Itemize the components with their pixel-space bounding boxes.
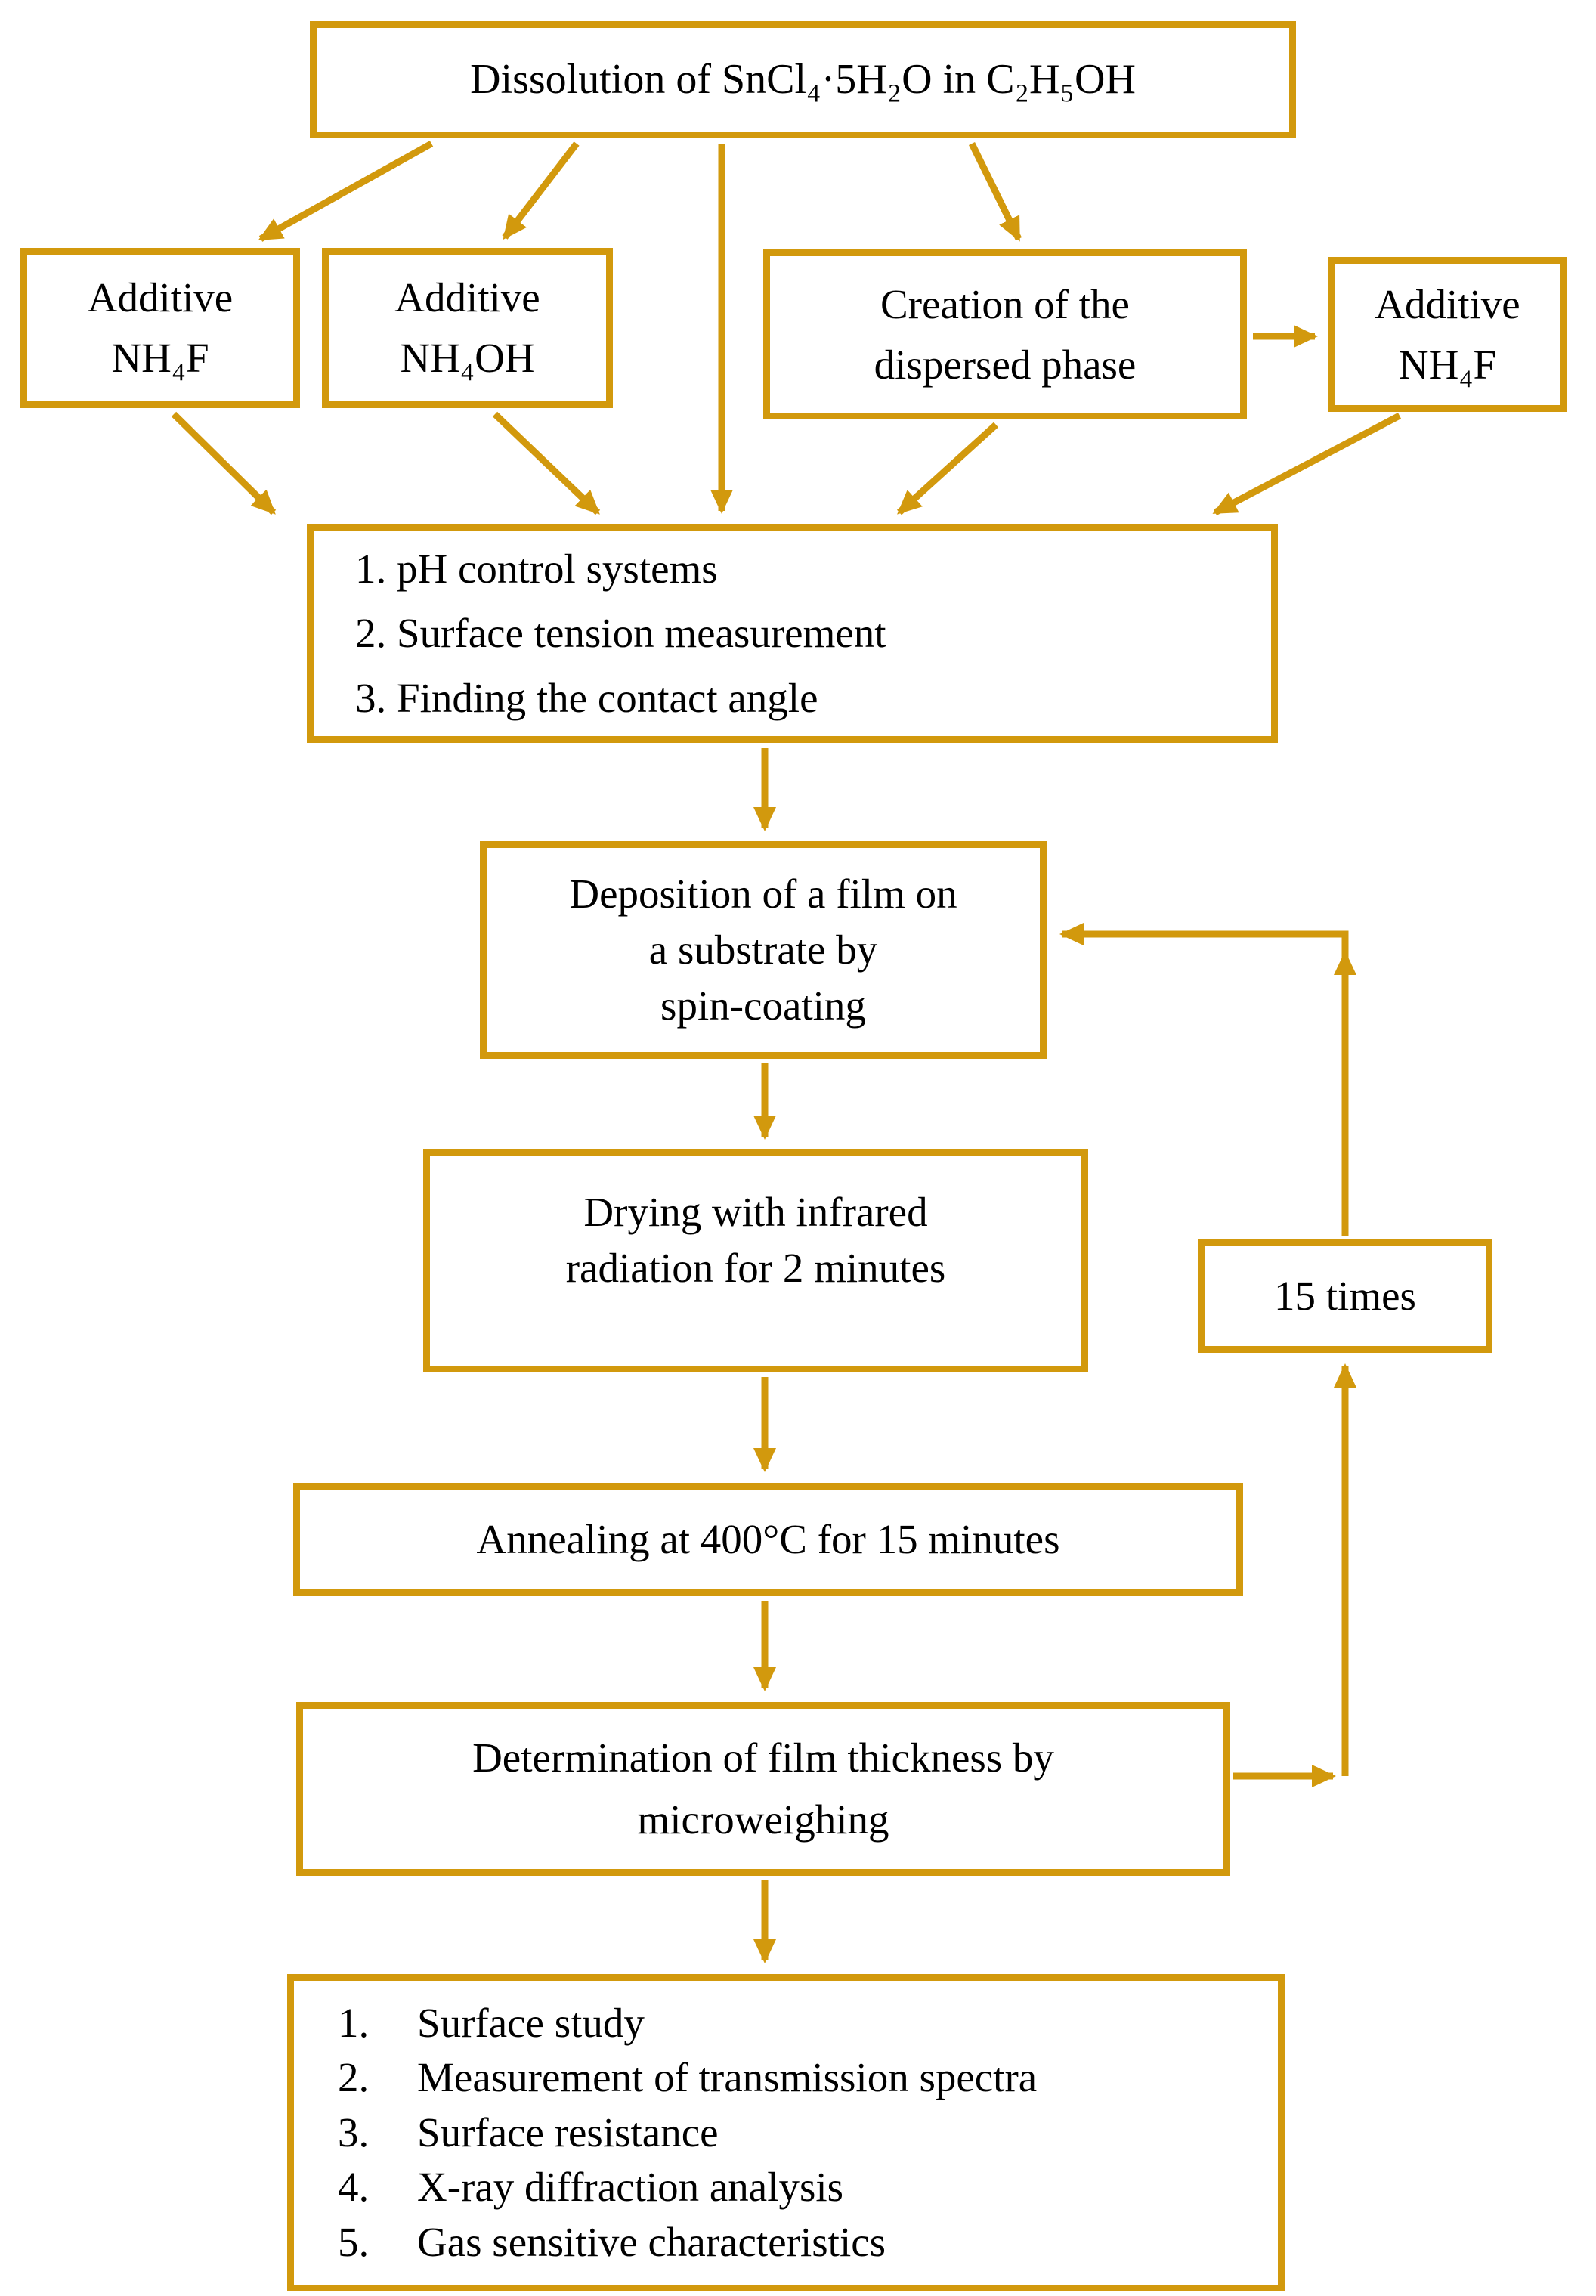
node-determination: Determination of film thickness by micro… — [296, 1702, 1230, 1876]
list-item-text: Measurement of transmission spectra — [417, 2054, 1038, 2101]
list-item: 4. X-ray diffraction analysis — [338, 2160, 843, 2215]
list-item-text: Surface study — [417, 1999, 645, 2046]
node-additive-nh4oh: Additive NH₄OH — [322, 248, 613, 408]
list-item-text: Gas sensitive characteristics — [417, 2218, 886, 2265]
list-item: 3. Surface resistance — [338, 2106, 719, 2161]
node-label-line: NH₄F — [1398, 341, 1497, 388]
list-item-text: Surface resistance — [417, 2109, 719, 2155]
arrow-nh4f-left-to-ph-control — [171, 411, 277, 515]
node-label-line: Determination of film thickness by — [472, 1734, 1054, 1781]
node-fifteen-times-label: 15 times — [1274, 1273, 1416, 1320]
node-label-line: 1. pH control systems — [355, 546, 718, 593]
node-label-line: Additive — [1375, 280, 1520, 327]
arrow-nh4oh-to-ph-control — [492, 411, 601, 515]
node-label-line: radiation for 2 minutes — [565, 1245, 946, 1292]
list-item-number: 2. — [338, 2054, 370, 2101]
arrow-dissolution-to-creation — [968, 142, 1022, 242]
node-additive-nh4f-left: Additive NH₄F — [20, 248, 300, 408]
list-item-text: X-ray diffraction analysis — [417, 2164, 844, 2211]
node-additive-nh4f-right: Additive NH₄F — [1328, 257, 1567, 412]
node-ph-control-systems: 1. pH control systems 2. Surface tension… — [307, 524, 1278, 743]
node-drying: Drying with infrared radiation for 2 min… — [423, 1149, 1088, 1372]
node-dissolution: Dissolution of SnCl₄·5H₂O in C₂H₅OH — [310, 21, 1296, 138]
list-item: 2. Measurement of transmission spectra — [338, 2050, 1037, 2106]
node-label-line: 3. Finding the contact angle — [355, 674, 818, 721]
arrow-dissolution-to-nh4oh — [502, 141, 580, 240]
arrow-fifteen-to-deposition — [1059, 923, 1349, 1236]
list-item: 1. Surface study — [338, 1996, 645, 2051]
list-item: 5. Gas sensitive characteristics — [338, 2215, 886, 2270]
node-dissolution-label: Dissolution of SnCl₄·5H₂O in C₂H₅OH — [470, 55, 1136, 103]
list-item-number: 4. — [338, 2164, 370, 2211]
arrow-nh4f-right-to-ph-control — [1212, 413, 1402, 515]
arrow-creation-to-ph-control — [896, 422, 999, 515]
node-label-line: Deposition of a film on — [569, 870, 957, 917]
node-label-line: a substrate by — [648, 926, 878, 973]
node-label-line: Additive — [394, 274, 540, 321]
node-label-line: NH₄OH — [400, 335, 535, 381]
node-label-line: Creation of the — [880, 280, 1130, 327]
node-label-line: spin-coating — [660, 982, 866, 1029]
node-label-line: dispersed phase — [874, 341, 1137, 388]
node-annealing-label: Annealing at 400°C for 15 minutes — [476, 1516, 1060, 1563]
node-creation-dispersed-phase: Creation of the dispersed phase — [763, 249, 1247, 419]
node-label-line: microweighing — [637, 1796, 889, 1843]
node-fifteen-times: 15 times — [1198, 1239, 1492, 1353]
node-label-line: NH₄F — [111, 335, 209, 381]
node-annealing: Annealing at 400°C for 15 minutes — [293, 1483, 1243, 1596]
node-deposition: Deposition of a film on a substrate by s… — [480, 841, 1047, 1059]
node-label-line: Additive — [87, 274, 234, 321]
list-item-number: 1. — [338, 1999, 370, 2046]
node-label-line: 2. Surface tension measurement — [355, 610, 886, 657]
arrow-dissolution-to-nh4f-left — [258, 141, 434, 242]
node-label-line: Drying with infrared — [583, 1189, 928, 1235]
list-item-number: 5. — [338, 2218, 370, 2265]
node-characterization: 1. Surface study 2. Measurement of trans… — [287, 1974, 1285, 2291]
list-item-number: 3. — [338, 2109, 370, 2155]
